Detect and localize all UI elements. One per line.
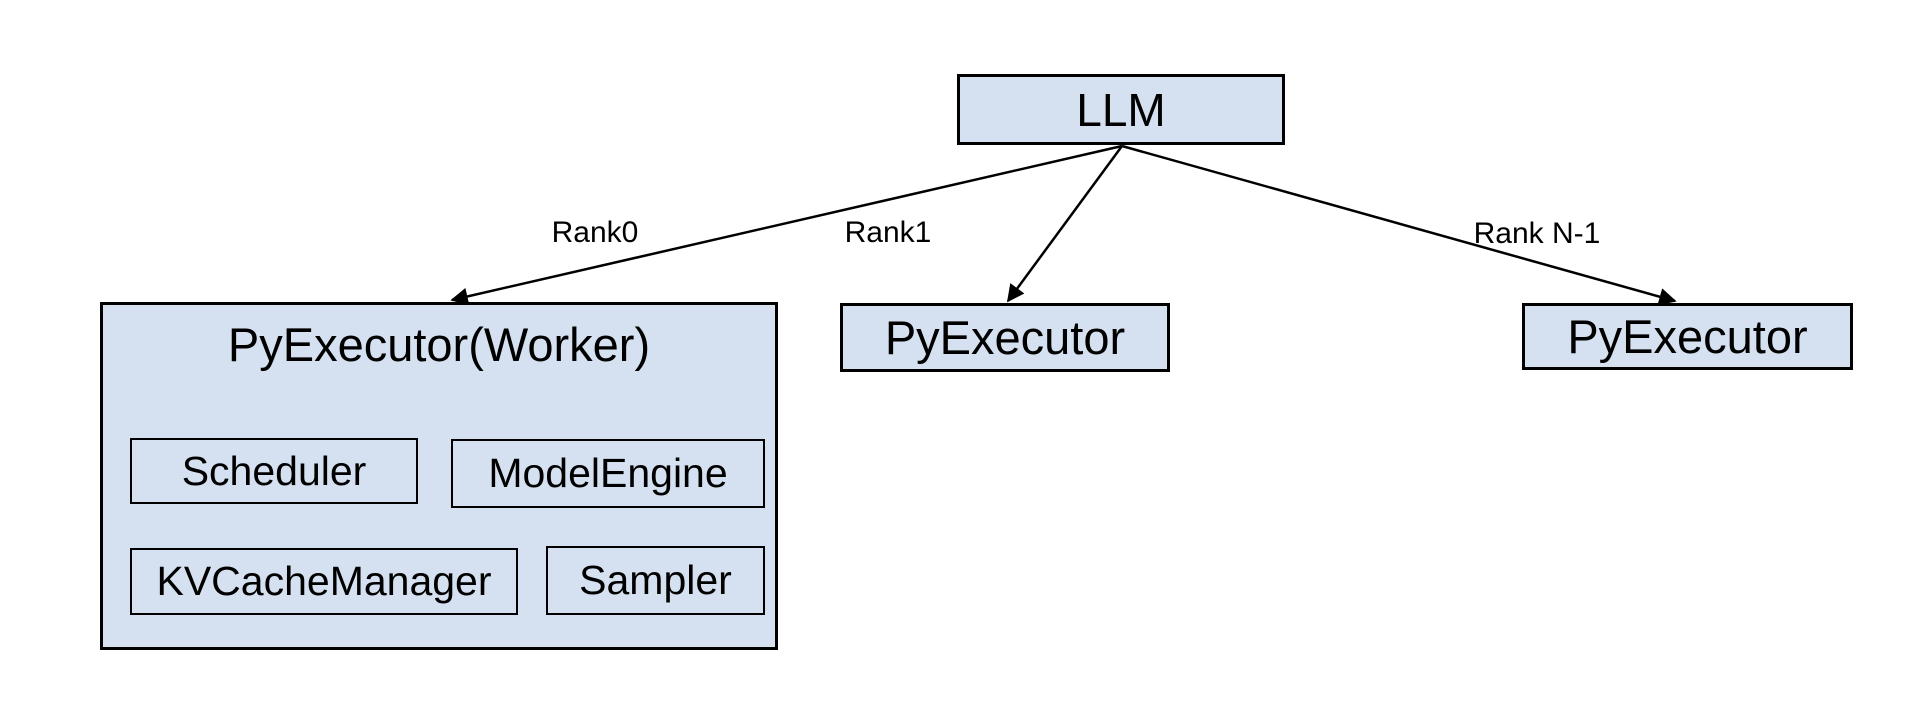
node-modelengine: ModelEngine bbox=[451, 439, 765, 508]
node-scheduler: Scheduler bbox=[130, 438, 418, 504]
edge-label-rank1: Rank1 bbox=[844, 216, 932, 249]
node-pyexecutor-worker: PyExecutor(Worker) Scheduler ModelEngine… bbox=[100, 302, 778, 650]
node-pyexecutor-rank-n-1-label: PyExecutor bbox=[1567, 310, 1808, 363]
edge-label-rank0: Rank0 bbox=[551, 216, 639, 249]
node-pyexecutor-worker-title: PyExecutor(Worker) bbox=[227, 317, 651, 371]
node-sampler: Sampler bbox=[546, 546, 765, 615]
node-llm-label: LLM bbox=[1076, 83, 1166, 136]
node-kvcachemanager: KVCacheManager bbox=[130, 548, 518, 615]
edge-rank1-line bbox=[1006, 145, 1124, 303]
node-pyexecutor-rank1: PyExecutor bbox=[840, 303, 1170, 372]
node-pyexecutor-rank1-label: PyExecutor bbox=[884, 311, 1126, 364]
node-llm: LLM bbox=[957, 74, 1285, 145]
edge-label-rank-n-1: Rank N-1 bbox=[1473, 217, 1601, 250]
node-pyexecutor-rank-n-1: PyExecutor bbox=[1522, 303, 1853, 370]
